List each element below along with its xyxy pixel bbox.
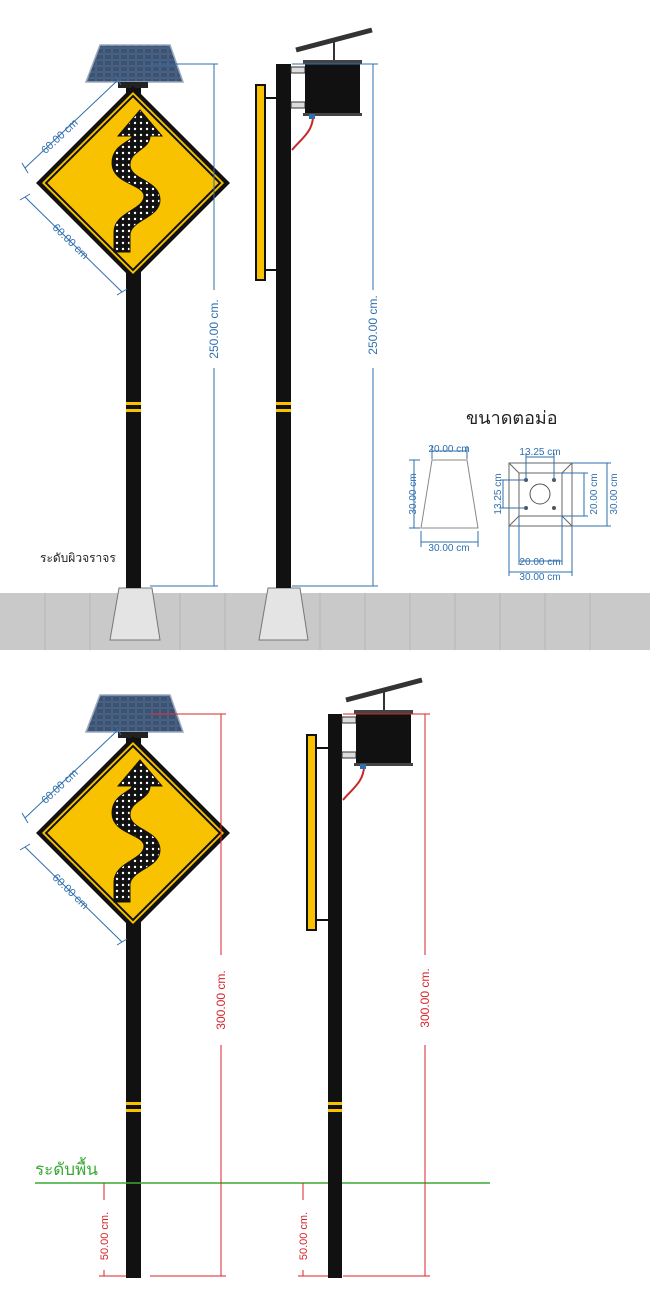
bottom-panel: 60.00 cm 60.00 cm ระดับพื้น 300.00 cm. 5…: [19, 677, 490, 1278]
battery-box-side-bottom: [356, 713, 411, 765]
battery-box-side: [305, 63, 360, 115]
pole-height-side-dimension-bottom: 300.00 cm.: [418, 968, 432, 1027]
sign-edge-side: [255, 84, 266, 281]
top-panel: 60.00 cm 60.00 cm 250.00 cm. ระดับผิวจรา…: [0, 27, 650, 650]
footing-side: [258, 587, 309, 641]
embed-depth-side-dimension: 50.00 cm.: [298, 1212, 310, 1260]
plan-outer-right: 30.00 cm: [609, 473, 620, 514]
curve-warning-sign-front-bottom: [36, 736, 230, 930]
plan-inner-bottom: 20.00 cm: [519, 557, 560, 568]
winding-road-arrow-icon: [111, 759, 164, 903]
footing-height: 30.00 cm: [408, 473, 419, 514]
footing-front: [109, 587, 161, 641]
pole-side-bottom: [328, 714, 342, 1278]
pole-side: [276, 64, 291, 588]
ground-level-label: ระดับพื้น: [35, 1157, 98, 1180]
plan-outer-bottom: 30.00 cm: [519, 572, 560, 583]
road-level-label: ระดับผิวจราจร: [40, 551, 116, 565]
solar-panel-front: [84, 44, 185, 83]
plan-inner-right: 20.00 cm: [589, 473, 600, 514]
pole-height-front-dimension-bottom: 300.00 cm.: [214, 970, 228, 1029]
footing-title: ขนาดตอม่อ: [466, 408, 558, 429]
footing-detail: ขนาดตอม่อ 20.00 cm 30.00 cm 30.00 cm: [408, 408, 620, 583]
road-surface: [0, 593, 650, 650]
embed-depth-front-dimension: 50.00 cm.: [99, 1212, 111, 1260]
footing-top-width: 20.00 cm: [428, 444, 469, 455]
footing-elevation: [420, 459, 479, 529]
footing-bottom-width: 30.00 cm: [428, 543, 469, 554]
pole-height-front-dimension: 250.00 cm.: [207, 299, 221, 358]
pole-height-side-dimension: 250.00 cm.: [366, 295, 380, 354]
plan-bolt-spacing-left: 13.25 cm: [493, 473, 504, 514]
plan-bolt-spacing-top: 13.25 cm: [519, 447, 560, 458]
winding-road-arrow-icon: [111, 109, 164, 253]
sign-edge-side-bottom: [306, 734, 317, 931]
solar-panel-front-bottom: [84, 694, 185, 733]
curve-warning-sign-front: [36, 86, 230, 280]
power-cable: [291, 115, 314, 151]
power-cable-bottom: [342, 765, 365, 801]
